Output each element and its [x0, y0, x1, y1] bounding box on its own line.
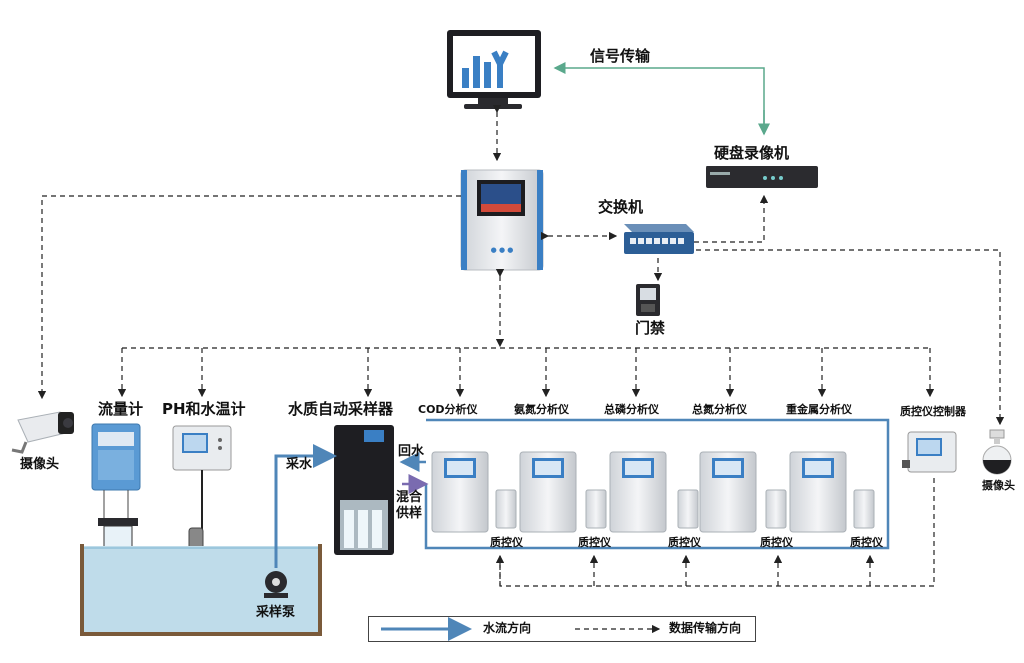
data-lines	[37, 104, 1005, 587]
dvr-device	[706, 166, 818, 188]
qc-label-1: 质控仪	[578, 536, 611, 549]
sampling-water-line	[274, 444, 337, 568]
switch-label: 交换机	[598, 198, 644, 216]
camera-right-device	[982, 429, 1012, 475]
camera-left-device	[11, 411, 74, 454]
signal-line	[553, 62, 765, 134]
network-switch	[624, 224, 694, 254]
camera-right-label: 摄像头	[982, 479, 1015, 492]
legend-data-text: 数据传输方向	[669, 621, 742, 635]
water-tank	[80, 544, 322, 636]
analyzer-label-1: 氨氮分析仪	[514, 403, 569, 416]
legend: 水流方向 数据传输方向	[368, 616, 756, 642]
auto-sampler-device	[334, 425, 394, 555]
qc-label-4: 质控仪	[850, 536, 883, 549]
qc-label-3: 质控仪	[760, 536, 793, 549]
ph-meter-label: PH和水温计	[162, 400, 246, 418]
analyzer-label-4: 重金属分析仪	[786, 403, 852, 416]
svg-text:● ● ●: ● ● ●	[491, 246, 514, 254]
qc-controller-device	[902, 431, 957, 473]
analyzer-cabinets	[431, 451, 875, 533]
analyzer-label-2: 总磷分析仪	[604, 403, 659, 416]
analyzer-label-3: 总氮分析仪	[692, 403, 747, 416]
pump-label: 采样泵	[256, 605, 296, 620]
qc-label-2: 质控仪	[668, 536, 701, 549]
legend-water-text: 水流方向	[483, 621, 532, 635]
return-water-label: 回水	[398, 444, 425, 459]
access-label: 门禁	[635, 319, 666, 337]
sampler-label: 水质自动采样器	[288, 400, 394, 418]
qc-controller-label: 质控仪控制器	[900, 405, 966, 418]
sampling-pump	[264, 571, 288, 598]
monitor-screen	[447, 30, 541, 109]
access-control-device	[636, 284, 660, 316]
data-acquisition-cabinet: ● ● ●	[460, 169, 544, 271]
supply-label: 供样	[396, 506, 423, 521]
dvr-label: 硬盘录像机	[714, 144, 790, 162]
signal-label: 信号传输	[590, 47, 651, 65]
sampling-label: 采水	[286, 457, 313, 472]
qc-label-0: 质控仪	[490, 536, 523, 549]
camera-left-label: 摄像头	[20, 457, 60, 472]
analyzer-label-0: COD分析仪	[418, 403, 478, 416]
legend-marks	[381, 617, 661, 641]
flowmeter-label: 流量计	[98, 400, 144, 418]
analyzer-loop-line	[424, 418, 890, 550]
mix-label: 混合	[396, 490, 423, 505]
